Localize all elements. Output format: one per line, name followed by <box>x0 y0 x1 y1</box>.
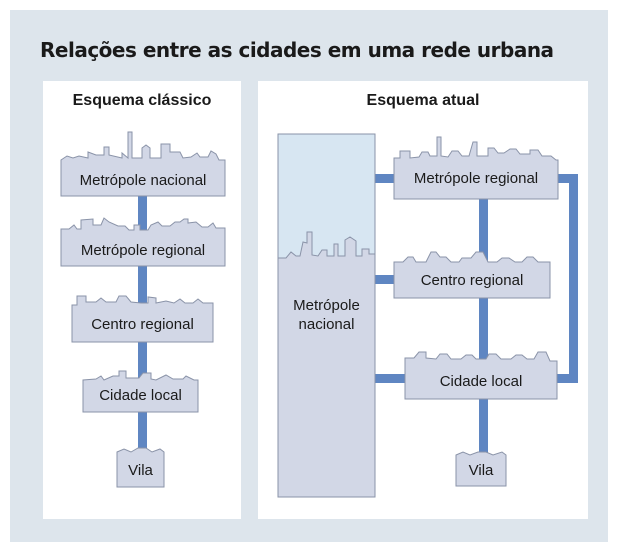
current-vertical-connector <box>479 194 488 460</box>
city-skyline-cidade-local <box>82 370 199 413</box>
current-connector-centro-regional <box>374 275 396 284</box>
city-skyline-vila-current <box>455 451 507 487</box>
city-skyline-centro-regional <box>71 295 214 343</box>
city-skyline-metropole-nacional-tall <box>277 231 376 498</box>
current-label-metropole-nacional-line2: nacional <box>298 316 355 333</box>
current-label-cidade-local: Cidade local <box>439 373 523 390</box>
classic-label-metropole-regional: Metrópole regional <box>80 242 206 259</box>
city-skyline-vila <box>116 447 165 488</box>
classic-label-cidade-local: Cidade local <box>99 387 182 404</box>
city-skyline-cidade-local-current <box>404 351 558 400</box>
current-label-centro-regional: Centro regional <box>420 272 524 289</box>
classic-label-vila: Vila <box>128 462 153 479</box>
current-connector-metropole-regional <box>374 174 396 183</box>
diagram-title: Relações entre as cidades em uma rede ur… <box>40 38 554 62</box>
current-label-metropole-nacional-line1: Metrópole <box>293 297 360 314</box>
current-label-vila: Vila <box>468 462 494 479</box>
current-label-metropole-regional: Metrópole regional <box>413 170 539 187</box>
classic-label-centro-regional: Centro regional <box>91 316 194 333</box>
current-connector-cidade-local <box>374 374 406 383</box>
current-scheme-title: Esquema atual <box>366 92 480 109</box>
city-skyline-centro-regional-current <box>393 251 551 299</box>
city-skyline-metropole-regional <box>60 217 226 267</box>
city-skyline-metropole-regional-current <box>393 136 559 200</box>
current-right-bypass-connector <box>557 174 578 383</box>
classic-label-metropole-nacional: Metrópole nacional <box>79 172 207 189</box>
classic-scheme-title: Esquema clássico <box>72 92 212 109</box>
city-skyline-metropole-nacional <box>60 131 226 197</box>
